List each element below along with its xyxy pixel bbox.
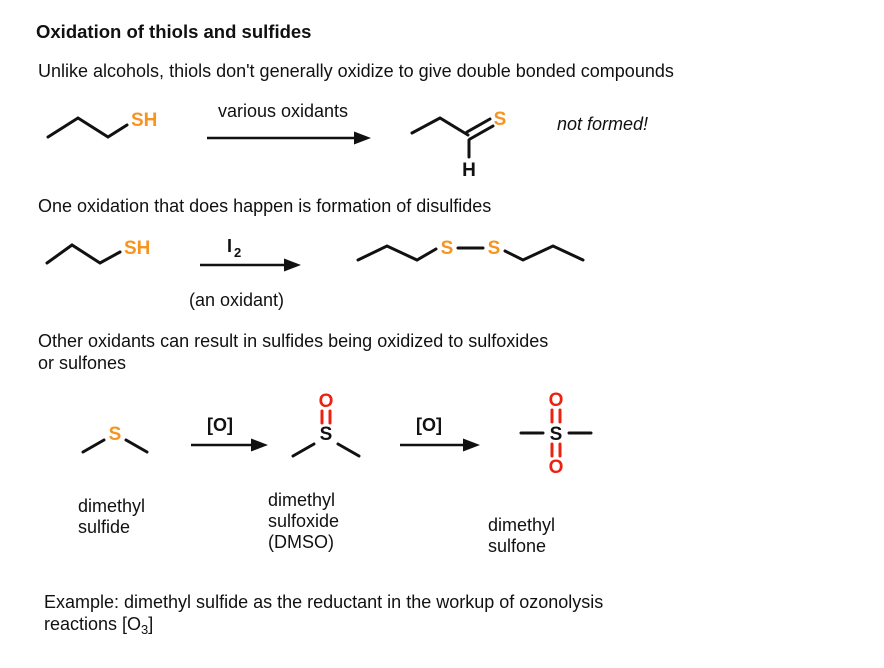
hydrogen-label: H	[462, 160, 476, 181]
sulfone-caption: dimethyl sulfone	[488, 515, 555, 557]
oxidant-label: [O]	[416, 415, 442, 435]
cs-double-bond-line2	[468, 124, 495, 141]
caption-line: dimethyl	[488, 515, 556, 535]
ozone-subscript: 3	[141, 622, 149, 637]
bond	[81, 438, 106, 454]
sulfur-label: S	[320, 424, 333, 445]
bond	[336, 442, 361, 458]
example-line1: Example: dimethyl sulfide as the reducta…	[44, 592, 604, 612]
reaction-arrow: I 2 (an oxidant)	[189, 236, 301, 310]
disulfide-paragraph: One oxidation that does happen is format…	[38, 196, 492, 216]
oxidant-note: (an oxidant)	[189, 290, 284, 310]
reaction1-scheme: SH various oxidants S H	[46, 101, 507, 181]
caption-line: sulfide	[78, 517, 131, 537]
cs-double-bond-line1	[465, 117, 492, 134]
reaction-arrow: various oxidants	[207, 101, 371, 145]
oxygen-label: O	[319, 391, 334, 412]
reaction3-scheme: S [O] O S [O] O S	[81, 390, 593, 478]
disulfide-structure: S S	[356, 238, 585, 262]
sulfur-label: S	[109, 424, 122, 445]
oxidation-arrow-1: [O]	[191, 415, 268, 452]
sulfide-caption: dimethyl sulfide	[78, 496, 145, 538]
bond	[410, 116, 470, 137]
sulfur-sh-label: SH	[131, 110, 157, 131]
bond	[503, 244, 585, 262]
oxygen-top-label: O	[549, 390, 564, 411]
caption-line: dimethyl	[268, 490, 336, 510]
sulfoxide-paragraph-line1: Other oxidants can result in sulfides be…	[38, 331, 549, 351]
arrow-head	[251, 438, 268, 452]
iodine-label: I	[227, 236, 232, 256]
not-formed-annotation: not formed!	[557, 114, 649, 134]
caption-line: sulfone	[488, 536, 547, 556]
reaction2-scheme: SH I 2 (an oxidant) S S	[45, 236, 585, 310]
example-line2: reactions [O3]	[44, 614, 153, 637]
caption-line: (DMSO)	[268, 532, 334, 552]
example-line2-bracket: ]	[148, 614, 154, 634]
arrow-reagent-label: various oxidants	[218, 101, 348, 121]
sulfoxide-paragraph-line2: or sulfones	[38, 353, 127, 373]
sulfur1-label: S	[441, 238, 454, 259]
propanethiol-structure: SH	[46, 110, 157, 139]
example-line2-text: reactions [O	[44, 614, 142, 634]
sulfur-sh-label: SH	[124, 238, 150, 259]
oxidation-arrow-2: [O]	[400, 415, 480, 452]
arrow-head	[354, 131, 371, 145]
caption-line: dimethyl	[78, 496, 146, 516]
sulfur-label: S	[494, 109, 507, 130]
sulfur-label: S	[550, 424, 563, 445]
iodine-subscript: 2	[234, 245, 241, 260]
sulfur2-label: S	[488, 238, 501, 259]
arrow-head	[463, 438, 480, 452]
intro-paragraph: Unlike alcohols, thiols don't generally …	[38, 61, 674, 81]
dimethyl-sulfide-structure: S	[81, 424, 149, 454]
oxygen-bottom-label: O	[549, 457, 564, 478]
arrow-head	[284, 258, 301, 272]
sulfoxide-caption: dimethyl sulfoxide (DMSO)	[268, 490, 339, 553]
bond	[356, 244, 438, 262]
dimethyl-sulfone-structure: O S O	[519, 390, 593, 478]
thioaldehyde-structure: S H	[410, 109, 507, 181]
bond	[45, 243, 122, 265]
dmso-structure: O S	[291, 391, 361, 458]
bond	[291, 442, 316, 458]
oxidant-label: [O]	[207, 415, 233, 435]
bond	[46, 116, 129, 139]
propanethiol-structure: SH	[45, 238, 150, 265]
page-title: Oxidation of thiols and sulfides	[36, 21, 312, 42]
caption-line: sulfoxide	[268, 511, 340, 531]
bond	[124, 438, 149, 454]
